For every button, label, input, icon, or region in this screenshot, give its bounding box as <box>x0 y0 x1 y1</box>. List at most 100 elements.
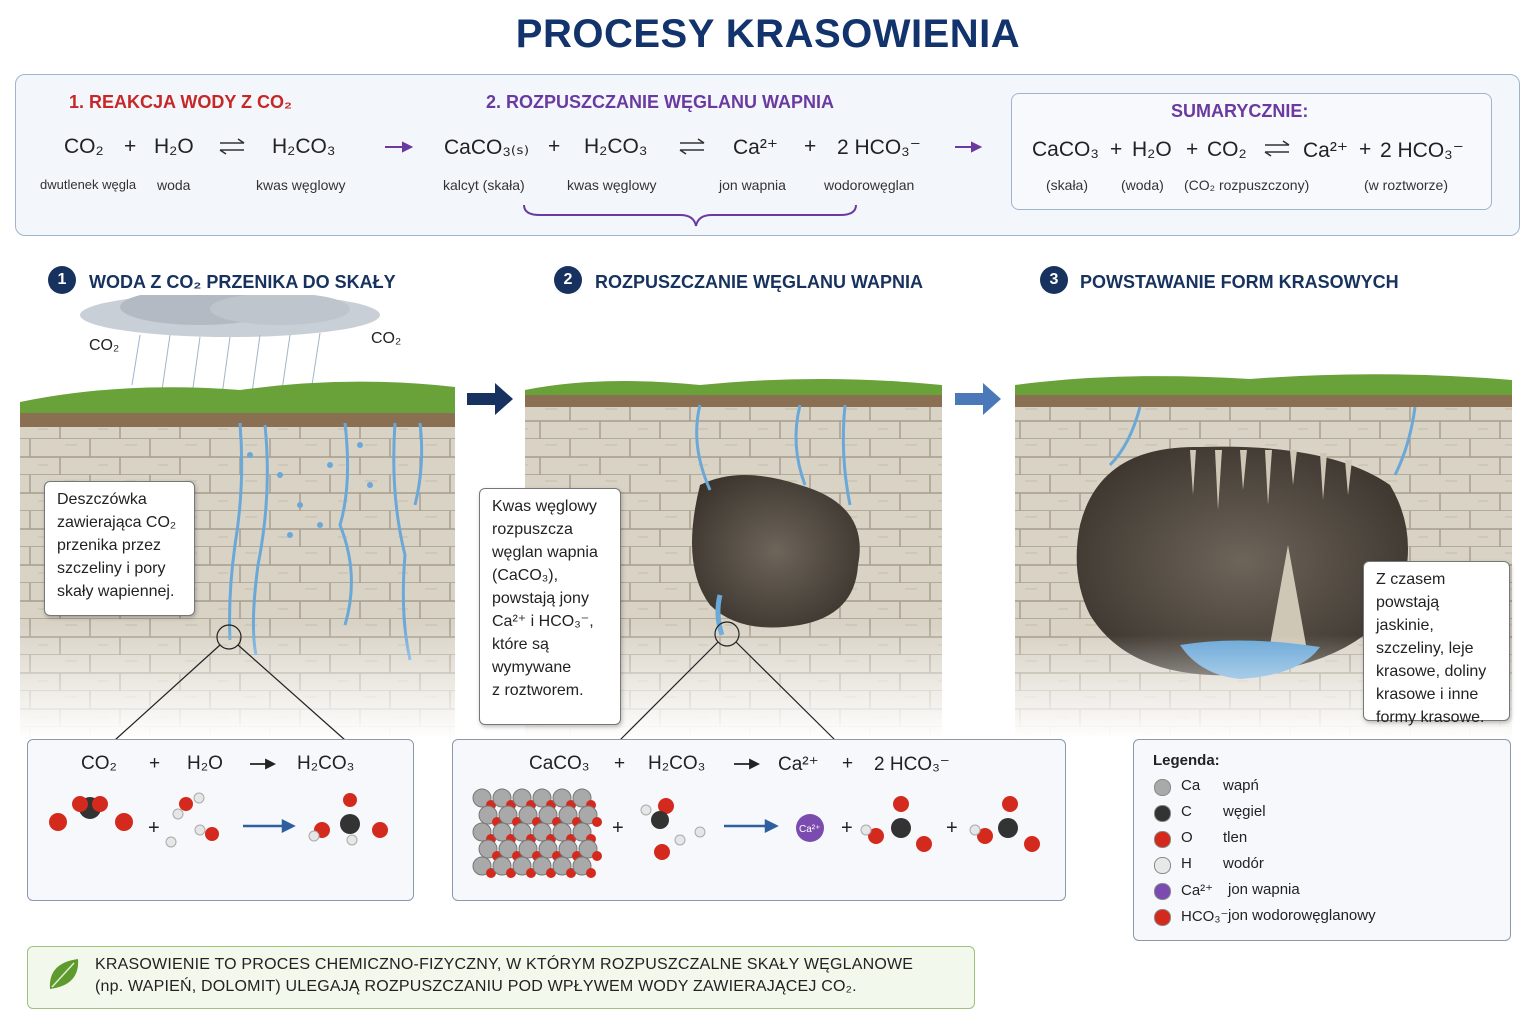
lattice-oxygen <box>506 868 516 878</box>
reaction-1-title: 1. REAKCJA WODY Z CO₂ <box>69 92 293 112</box>
step-1-badge: 1 <box>48 266 76 294</box>
sum-ca: Ca²⁺ <box>1303 139 1348 162</box>
legend-name-2: tlen <box>1223 829 1248 846</box>
step-arrow-1 <box>467 383 513 415</box>
lattice-calcium <box>538 839 558 859</box>
step-3-callout: Z czasem powstają jaskinie, szczeliny, l… <box>1363 561 1510 726</box>
step-2-callout: Kwas węglowy rozpuszcza węglan wapnia (C… <box>479 488 621 725</box>
legend-symbol-5: HCO₃⁻ <box>1181 908 1229 925</box>
lattice-calcium <box>558 805 578 825</box>
legend-swatch-1 <box>1154 805 1171 822</box>
step-arrow-2 <box>955 383 1001 415</box>
lattice-oxygen <box>546 868 556 878</box>
mol2-hco3: 2 HCO₃⁻ <box>874 754 950 775</box>
mol1-h2co3: H₂CO₃ <box>297 753 355 774</box>
h2co3-molecule-2 <box>640 798 706 860</box>
lattice-calcium <box>578 805 598 825</box>
mol2-plus-2: + <box>842 753 854 774</box>
footer-note <box>27 946 975 1009</box>
lattice-calcium <box>492 788 512 808</box>
lattice-calcium <box>472 856 492 876</box>
summary-box <box>1011 93 1492 210</box>
step-1-callout: Deszczówka zawierająca CO₂ przenika prze… <box>44 481 195 616</box>
lattice-calcium <box>532 788 552 808</box>
lattice-calcium <box>492 822 512 842</box>
lattice-calcium <box>498 839 518 859</box>
legend-name-1: węgiel <box>1223 803 1266 820</box>
lattice-calcium <box>552 856 572 876</box>
curly-brace <box>523 204 857 227</box>
lattice-calcium <box>492 856 512 876</box>
purple-arrow-2 <box>955 141 983 153</box>
r1-h2co3: H₂CO₃ <box>272 135 336 158</box>
svg-text:+: + <box>148 817 160 839</box>
equilibrium-arrow-3 <box>1264 140 1290 157</box>
lattice-calcium <box>558 839 578 859</box>
reaction-2-title: 2. ROZPUSZCZANIE WĘGLANU WAPNIA <box>486 92 835 112</box>
r1-label-co2: dwutlenek węgla <box>40 177 137 192</box>
mol1-h2o: H₂O <box>187 753 223 774</box>
mol-arrow-1 <box>243 818 296 834</box>
page-title: PROCESY KRASOWIENIA <box>515 12 1021 56</box>
legend <box>1133 739 1511 941</box>
lattice-calcium <box>532 822 552 842</box>
sum-label-rock: (skała) <box>1046 177 1089 193</box>
sum-plus-2: + <box>1186 138 1199 161</box>
lattice-oxygen <box>526 868 536 878</box>
r2-h2co3: H₂CO₃ <box>584 135 648 158</box>
lattice-oxygen <box>486 868 496 878</box>
lattice-calcium <box>512 788 532 808</box>
r2-caco3: CaCO₃₍ₛ₎ <box>444 136 530 159</box>
r2-label-ca: jon wapnia <box>719 177 786 193</box>
r2-hco3: 2 HCO₃⁻ <box>837 136 921 159</box>
lattice-calcium <box>552 822 572 842</box>
step-2-badge: 2 <box>554 266 582 294</box>
stalactites <box>1190 450 1352 510</box>
lattice-calcium <box>538 805 558 825</box>
lattice-calcium <box>552 788 572 808</box>
legend-swatch-3 <box>1154 857 1171 874</box>
r2-label-hco3: wodorowęglan <box>824 177 915 193</box>
mol2-h2co3: H₂CO₃ <box>648 753 706 774</box>
r1-h2o: H₂O <box>154 135 194 158</box>
step-3-title: POWSTAWANIE FORM KRASOWYCH <box>1080 272 1399 292</box>
mol2-plus-1: + <box>614 753 626 774</box>
legend-swatch-5 <box>1154 909 1171 926</box>
lattice-calcium <box>572 856 592 876</box>
mol2-caco3: CaCO₃ <box>529 753 590 774</box>
calcium-ion-label: Ca²⁺ <box>799 824 820 835</box>
mol1-co2: CO₂ <box>81 753 117 774</box>
lattice-calcium <box>518 805 538 825</box>
sum-label-solution: (w roztworze) <box>1364 177 1449 193</box>
lattice-calcium <box>478 805 498 825</box>
r2-plus-1: + <box>548 135 561 158</box>
lattice-oxygen <box>592 851 602 861</box>
legend-symbol-1: C <box>1181 803 1192 820</box>
lattice-calcium <box>478 839 498 859</box>
step-2-title: ROZPUSZCZANIE WĘGLANU WAPNIA <box>595 272 923 292</box>
step-3-badge: 3 <box>1040 266 1068 294</box>
summary-title: SUMARYCZNIE: <box>1171 101 1309 121</box>
hco3-molecule-1 <box>860 796 932 852</box>
sum-hco3: 2 HCO₃⁻ <box>1380 139 1464 162</box>
co2-molecule <box>49 796 133 831</box>
lattice-calcium <box>518 839 538 859</box>
sum-label-co2: (CO₂ rozpuszczony) <box>1184 177 1310 193</box>
lattice-calcium <box>572 788 592 808</box>
zoom-circle-2 <box>714 621 740 647</box>
legend-symbol-2: O <box>1181 829 1193 846</box>
sum-h2o: H₂O <box>1132 138 1172 161</box>
karst-illustrations: CO₂ CO₂ <box>20 295 1512 741</box>
sum-caco3: CaCO₃ <box>1032 138 1099 161</box>
svg-text:+: + <box>946 817 958 839</box>
r1-label-h2co3: kwas węglowy <box>256 177 346 193</box>
r2-ca: Ca²⁺ <box>733 136 778 159</box>
equilibrium-arrow-2 <box>679 138 705 155</box>
lattice-calcium <box>498 805 518 825</box>
lattice-calcium <box>472 822 492 842</box>
lattice-calcium <box>512 856 532 876</box>
legend-name-5: jon wodorowęglanowy <box>1228 907 1376 924</box>
molecule-drawings: + + Ca²⁺ + + <box>49 758 1040 878</box>
lattice-calcium <box>578 839 598 859</box>
equilibrium-arrow-1 <box>219 138 245 155</box>
